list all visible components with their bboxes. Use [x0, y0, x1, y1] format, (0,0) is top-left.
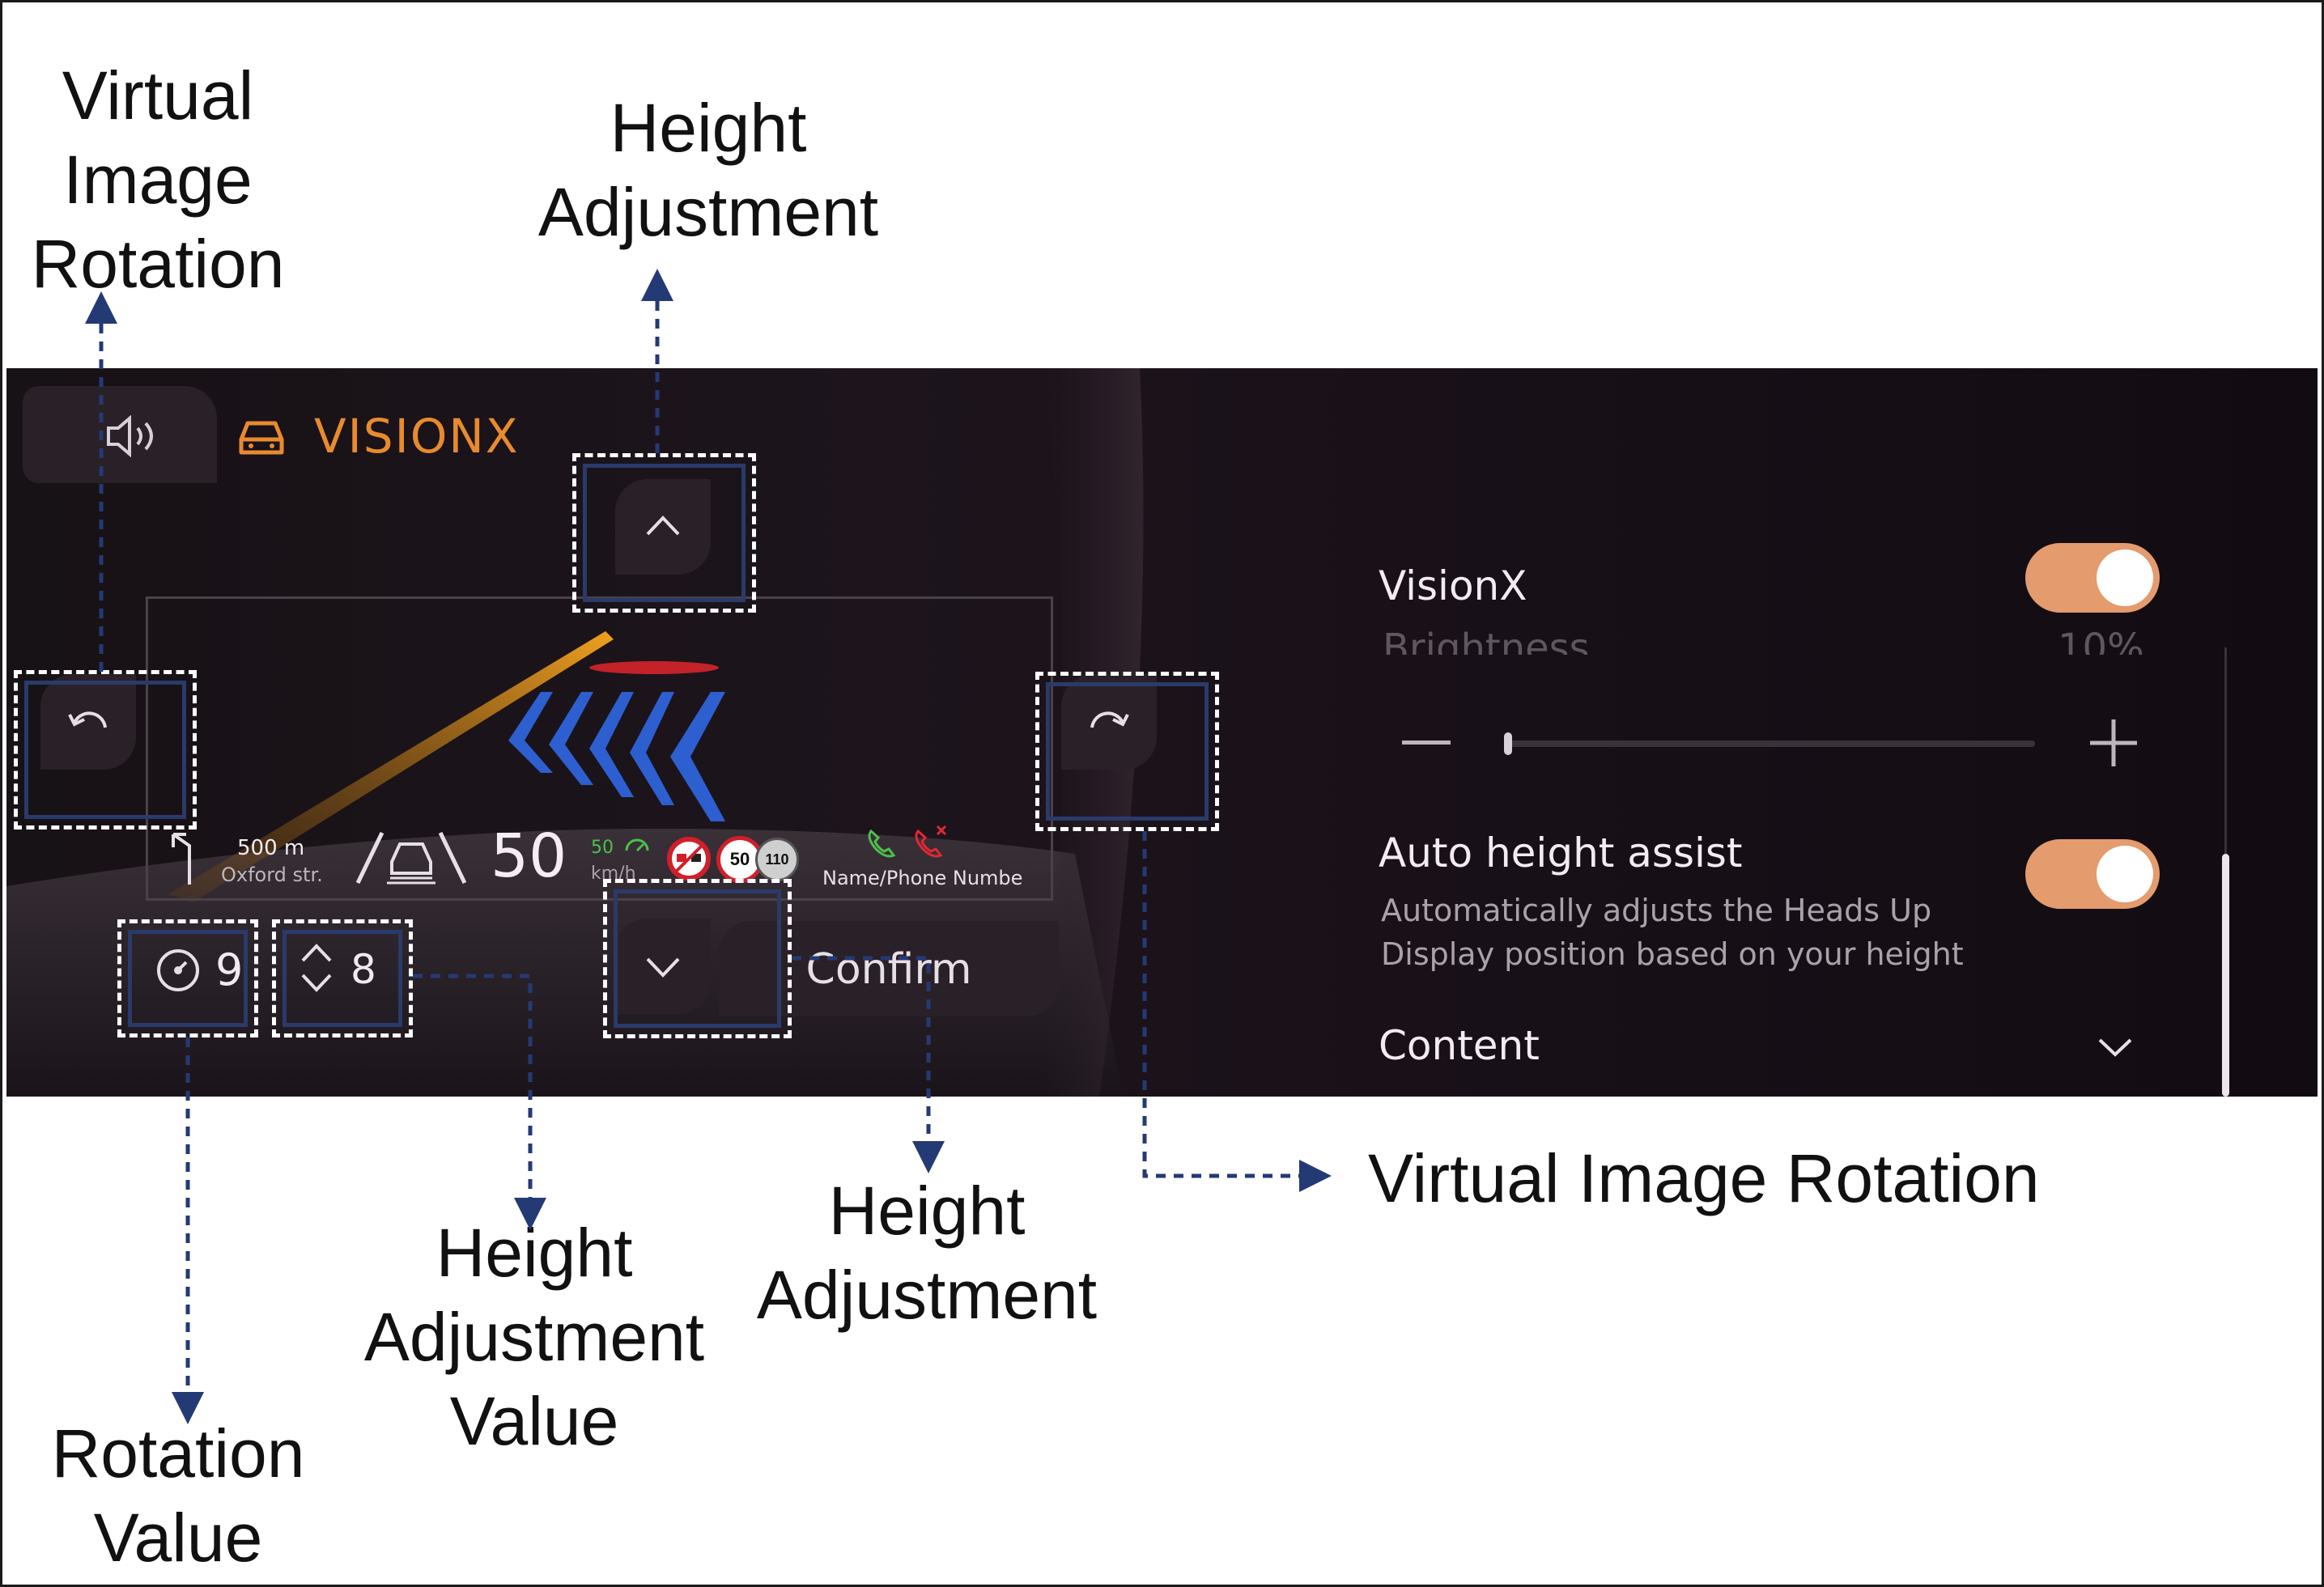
annotation-box-height-down — [603, 879, 792, 1038]
rotate-left-icon — [68, 711, 107, 728]
callout-rotation-value: Rotation Value — [51, 1415, 305, 1576]
visionx-label: VisionX — [1379, 562, 1527, 609]
auto-height-description-line2: Display position based on your height — [1381, 936, 1964, 972]
brand-title: VISIONX — [314, 409, 520, 464]
callout-virtual-image-rotation-right: Virtual Image Rotation — [1368, 1140, 2040, 1216]
hud-street: Oxford str. — [221, 864, 323, 886]
annotation-box-rotate-right — [1035, 672, 1219, 831]
navigation-arrows-icon — [508, 692, 725, 821]
brightness-decrease-button[interactable] — [1402, 740, 1451, 745]
callout-height-adjustment-top: Height Adjustment — [537, 90, 879, 250]
speaker-icon — [107, 415, 153, 457]
rotation-dial-icon — [157, 949, 199, 991]
annotation-box-height-value — [272, 919, 413, 1037]
windshield-background — [6, 368, 1144, 1097]
rotate-right-icon — [1090, 711, 1129, 728]
brightness-slider-track[interactable] — [1504, 732, 2035, 755]
brightness-value: 10% — [2058, 626, 2144, 655]
callout-height-adjustment-value: Height Adjustment Value — [363, 1215, 705, 1459]
toggle-knob — [2097, 846, 2153, 902]
height-down-button[interactable] — [615, 919, 711, 1014]
chevron-down-icon[interactable] — [2095, 1033, 2135, 1061]
height-up-button[interactable] — [615, 479, 711, 575]
rotate-left-button[interactable] — [40, 674, 136, 770]
confirm-button[interactable]: Confirm — [719, 921, 1059, 1016]
brightness-slider-thumb[interactable] — [1504, 732, 1512, 755]
rotation-value: 9 — [215, 944, 244, 995]
brightness-label: Brightness — [1383, 626, 1590, 655]
auto-height-label: Auto height assist — [1379, 830, 1743, 876]
rotate-right-button[interactable] — [1061, 674, 1157, 770]
chevron-up-icon — [646, 516, 680, 536]
car-icon — [239, 421, 284, 455]
speed-limit-sign-110: 110 — [755, 838, 799, 881]
plus-icon[interactable] — [2085, 715, 2142, 771]
settings-scrollbar-thumb[interactable] — [2222, 854, 2229, 1097]
toggle-knob — [2097, 550, 2153, 606]
phone-accept-icon — [868, 829, 896, 858]
no-overtaking-sign-icon — [667, 837, 711, 880]
hud-phone-label: Name/Phone Numbe — [822, 867, 1023, 889]
content-label: Content — [1379, 1022, 1540, 1069]
annotation-box-rotate-left — [14, 670, 197, 830]
visionx-toggle[interactable] — [2025, 543, 2160, 613]
annotation-box-height-up — [572, 453, 756, 613]
hud-speed: 50 — [491, 821, 567, 891]
annotation-box-rotation-value — [117, 919, 258, 1037]
volume-button[interactable] — [23, 386, 217, 483]
chevron-down-icon — [646, 957, 680, 978]
cruise-icon — [625, 838, 649, 852]
callout-height-adjustment-bottom: Height Adjustment — [756, 1173, 1098, 1333]
turn-arrow-icon — [172, 833, 191, 885]
auto-height-toggle[interactable] — [2025, 839, 2160, 909]
phone-decline-icon — [915, 825, 947, 858]
height-arrows-icon — [301, 944, 332, 992]
hud-virtual-image-frame — [146, 596, 1053, 901]
hud-settings-screen: VISIONX 500 m Oxford str. 50 50 km/h 50 … — [6, 368, 2318, 1097]
auto-height-description-line1: Automatically adjusts the Heads Up — [1381, 893, 1932, 928]
confirm-button-label: Confirm — [805, 945, 972, 994]
hud-distance: 500 m — [237, 836, 305, 860]
lane-assist-icon — [355, 831, 467, 885]
hud-speed-limit: 50 — [591, 838, 614, 858]
height-value: 8 — [351, 946, 376, 993]
callout-virtual-image-rotation-top: Virtual Image Rotation — [31, 57, 285, 302]
